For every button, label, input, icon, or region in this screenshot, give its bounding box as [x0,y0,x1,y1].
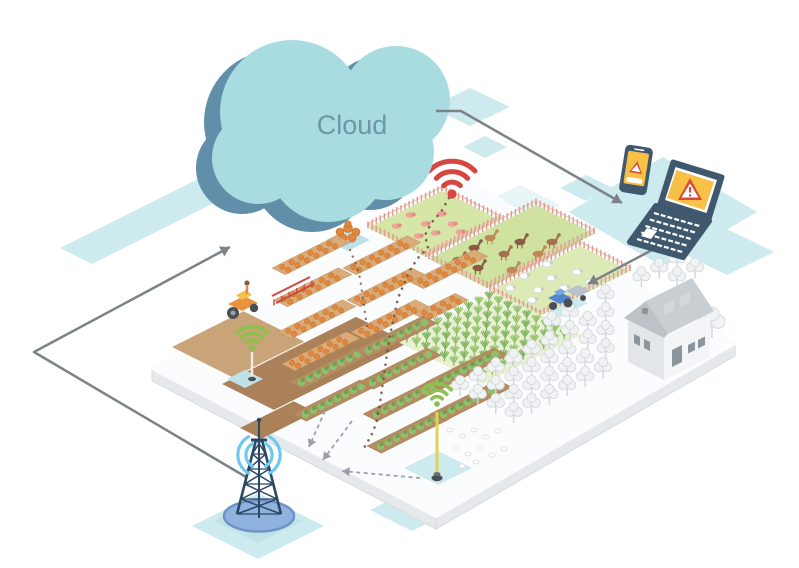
cloud: Cloud [196,40,450,232]
orchard-trees [450,248,726,423]
cloud-front-face [212,40,450,222]
tractors [227,276,590,319]
radio-tower [222,417,296,533]
connection-arrows [307,109,653,479]
barn [624,278,714,380]
cloud-label: Cloud [317,110,388,140]
smartphone [619,144,653,196]
devices [619,144,725,260]
arrow-tower-to-cloud [32,245,247,479]
footprint-trail [348,196,451,450]
sensor-poles [248,352,443,482]
